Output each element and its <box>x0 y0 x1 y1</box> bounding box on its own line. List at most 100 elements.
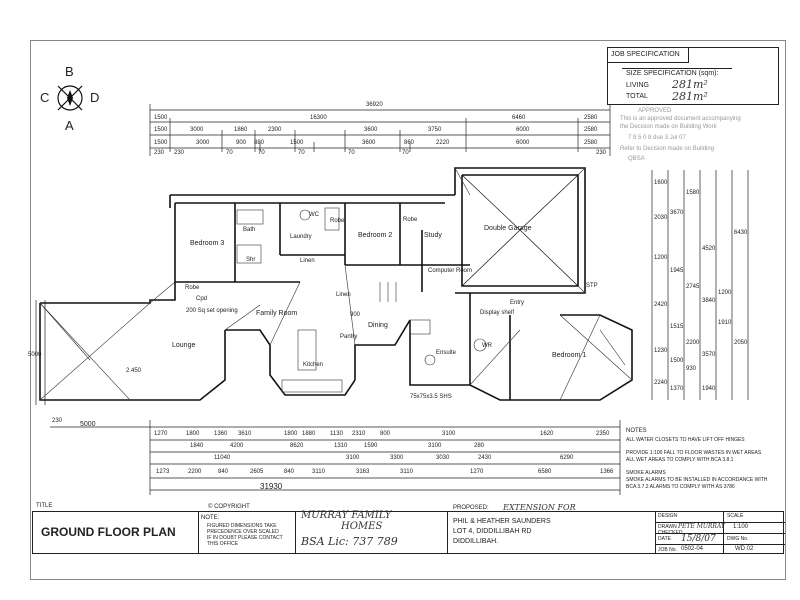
room-kitchen: Kitchen <box>303 362 324 368</box>
dim-r-6: 1945 <box>670 268 684 274</box>
dim-b1-9: 3100 <box>442 431 456 437</box>
room-linen: Linen <box>300 258 315 264</box>
drawn-label: DRAWN <box>658 524 677 530</box>
compass-east: D <box>90 90 100 105</box>
scale-label: SCALE <box>727 513 744 519</box>
designer-name-2: HOMES <box>341 521 383 532</box>
dim-t4-5: 70 <box>348 150 355 156</box>
compass: B C D A <box>40 65 100 135</box>
window-note: 75x75x3.5 SHS <box>410 394 452 400</box>
dim-r-2: 3670 <box>670 210 684 216</box>
room-computer-room: Computer Room <box>428 268 473 274</box>
room-robe1: Robe <box>185 285 200 291</box>
living-value: 281m² <box>672 78 708 91</box>
dim-r-16: 3570 <box>702 352 716 358</box>
size-heading: SIZE SPECIFICATION (sqm): <box>626 70 719 77</box>
dim-b1-4: 1800 <box>284 431 298 437</box>
note-4: SMOKE ALARMS <box>626 470 666 476</box>
dim-t3-0: 1500 <box>154 140 168 146</box>
approval-stamp: APPROVED This is an approved document ac… <box>620 108 770 168</box>
bench-dim: 900 <box>350 312 361 318</box>
dim-b4-8: 1270 <box>470 469 484 475</box>
dim-t3-9: 2580 <box>584 140 598 146</box>
dim-r-12: 4520 <box>702 246 716 252</box>
dim-b1-6: 1130 <box>330 431 343 437</box>
drawing-border <box>30 40 786 580</box>
dim-b4-3: 2605 <box>250 469 264 475</box>
dim-t2-4: 3600 <box>364 127 378 133</box>
dim-b3-2: 3100 <box>346 455 360 461</box>
dim-t2-0: 1500 <box>154 127 168 133</box>
dim-b1-5: 1880 <box>302 431 316 437</box>
dim-b1-1: 1800 <box>186 431 200 437</box>
dim-r-5: 1200 <box>654 255 668 261</box>
title-text: GROUND FLOOR PLAN <box>41 525 176 539</box>
date-label: DATE <box>658 536 671 542</box>
stamp-line4: 7 9 5 0 8 due 3 Jul 07 <box>628 135 686 141</box>
dim-b2-3: 8620 <box>290 443 304 449</box>
dim-t3-4: 1500 <box>290 140 304 146</box>
total-label: TOTAL <box>626 93 648 100</box>
dim-r-14: 930 <box>686 366 697 372</box>
dim-r-15: 2240 <box>654 380 668 386</box>
designer-name-1: MURRAY FAMILY <box>301 510 392 521</box>
design-label: DESIGN <box>658 513 678 519</box>
stamp-line3: the Decision made on Building Work <box>620 124 717 130</box>
room-lounge: Lounge <box>172 342 196 349</box>
room-ensuite: Ensuite <box>436 350 457 356</box>
room-laundry: Laundry <box>290 234 312 240</box>
title-note-3: IF IN DOUBT PLEASE CONTACT <box>207 535 283 541</box>
dim-b1-10: 1620 <box>540 431 554 437</box>
room-bedroom2: Bedroom 2 <box>358 232 393 239</box>
left-vertical-dim: 5000 <box>28 352 42 358</box>
notes-block: NOTES ALL WATER CLOSETS TO HAVE LIFT OFF… <box>626 428 786 508</box>
dim-t4-7: 230 <box>596 150 607 156</box>
room-study: Study <box>424 232 442 239</box>
dim-b4-6: 3163 <box>356 469 370 475</box>
title-block: TITLE GROUND FLOOR PLAN © COPYRIGHT NOTE… <box>32 503 785 554</box>
dim-t1-0: 1500 <box>154 115 168 121</box>
date-value: 15/8/07 <box>681 534 716 544</box>
dim-b4-7: 3110 <box>400 469 413 475</box>
stamp-line2: This is an approved document accompanyin… <box>620 116 741 122</box>
dim-b2-7: 280 <box>474 443 485 449</box>
dim-r-22: 2050 <box>734 340 748 346</box>
dim-r-11: 2200 <box>686 340 700 346</box>
copyright: © COPYRIGHT <box>208 504 250 510</box>
title-label: TITLE <box>36 503 53 509</box>
dim-r-9: 2420 <box>654 302 668 308</box>
compass-west: C <box>40 90 50 105</box>
dim-t4-1: 230 <box>174 150 185 156</box>
dim-t3-2: 900 <box>236 140 247 146</box>
dim-b2-5: 1590 <box>364 443 378 449</box>
drawn-value: PETE MURRAY <box>678 523 725 530</box>
dim-t4-2: 70 <box>226 150 233 156</box>
dim-t1-2: 6460 <box>512 115 526 121</box>
dim-t2-6: 6000 <box>516 127 530 133</box>
stamp-line1: APPROVED <box>638 108 672 114</box>
room-shr: Shr <box>246 257 256 263</box>
dim-t1-3: 2580 <box>584 115 598 121</box>
room-robe2: Robe <box>403 217 418 223</box>
dim-b1-8: 800 <box>380 431 391 437</box>
dim-b-left-5000: 5000 <box>80 421 96 428</box>
dim-r-19: 1370 <box>670 386 684 392</box>
note-5: SMOKE ALARMS TO BE INSTALLED IN ACCORDAN… <box>626 477 768 483</box>
dim-b1-3: 3610 <box>238 431 252 437</box>
dim-r-0: 1600 <box>654 180 668 186</box>
total-value: 281m² <box>672 90 708 103</box>
note-label: NOTE: <box>201 515 220 521</box>
room-pantry: Pantry <box>340 334 358 340</box>
room-display-shelf: Display shelf <box>480 310 515 316</box>
scale-value: 1:100 <box>733 524 749 530</box>
dim-r-10: 1515 <box>670 324 684 330</box>
spec-heading: JOB SPECIFICATION <box>611 51 680 58</box>
dim-t2-1: 3000 <box>190 127 204 133</box>
dim-b1-11: 2350 <box>596 431 610 437</box>
dim-b1-0: 1270 <box>154 431 168 437</box>
dim-t4-0: 230 <box>154 150 165 156</box>
proposed-value: EXTENSION FOR <box>503 503 576 512</box>
living-label: LIVING <box>626 82 649 89</box>
dim-r-3: 6430 <box>734 230 748 236</box>
room-family: Family Room <box>256 310 298 317</box>
